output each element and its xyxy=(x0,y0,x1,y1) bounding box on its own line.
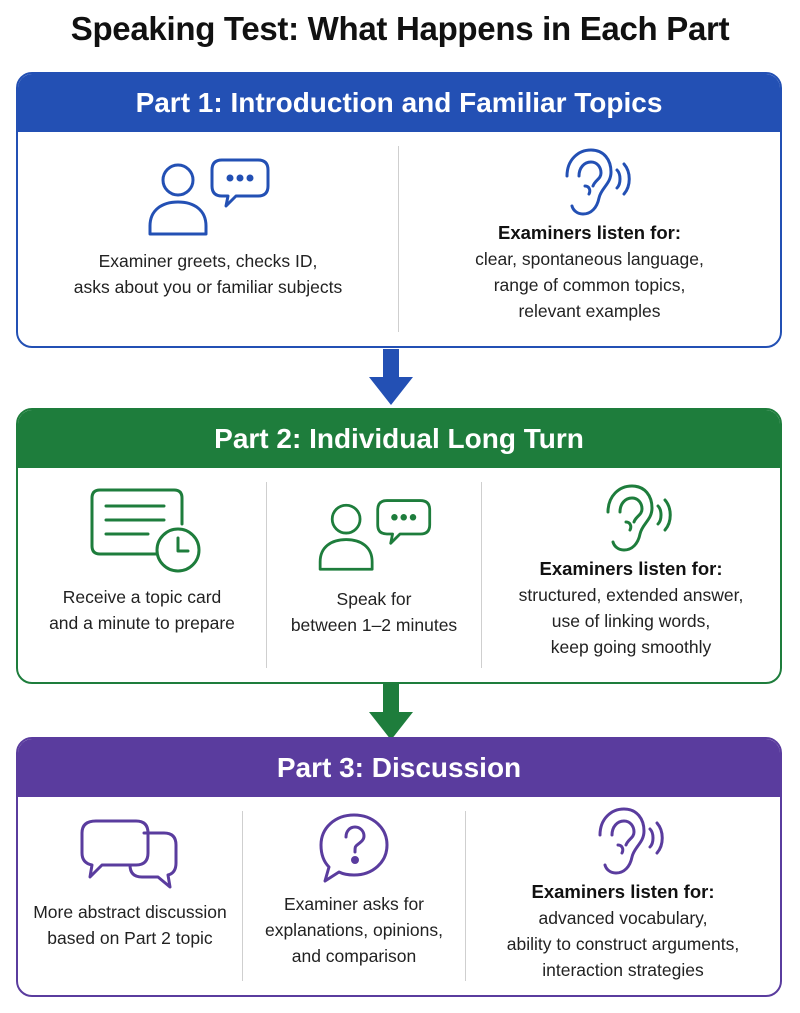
part-3-divider-1 xyxy=(242,811,243,981)
topic-card-clock-icon xyxy=(90,488,201,573)
part-1-col-listen: Examiners listen for: clear, spontaneous… xyxy=(399,132,780,346)
part-3-divider-2 xyxy=(465,811,466,981)
part-2-speak-line-1: Speak for xyxy=(336,589,412,609)
arrow-down-icon xyxy=(369,684,413,740)
part-3-listen-line-1: advanced vocabulary, xyxy=(538,908,708,928)
part-3-col-listen: Examiners listen for: advanced vocabular… xyxy=(466,797,780,995)
part-1-heading: Part 1: Introduction and Familiar Topics xyxy=(18,74,780,132)
part-1-examiner-line-1: Examiner greets, checks ID, xyxy=(98,251,318,271)
page-title: Speaking Test: What Happens in Each Part xyxy=(70,10,730,47)
two-speech-bubbles-icon xyxy=(80,819,178,889)
part-3-questions-line-2: explanations, opinions, xyxy=(264,920,444,940)
part-2-listen-line-3: keep going smoothly xyxy=(550,637,712,657)
part-3-listen-line-2: ability to construct arguments, xyxy=(506,934,740,954)
ear-icon xyxy=(565,148,631,216)
question-bubble-icon xyxy=(319,813,389,883)
part-1-col-examiner: Examiner greets, checks ID, asks about y… xyxy=(18,132,398,346)
part-3-questions-line-1: Examiner asks for xyxy=(283,894,425,914)
part-3-discussion-line-1: More abstract discussion xyxy=(33,902,227,922)
part-3-discussion-line-2: based on Part 2 topic xyxy=(47,928,213,948)
person-speech-bubble-icon xyxy=(148,158,270,236)
part-1-listen-heading: Examiners listen for: xyxy=(497,222,681,243)
part-2-topic-line-2: and a minute to prepare xyxy=(49,613,235,633)
person-speech-bubble-icon xyxy=(318,499,432,571)
part-1-divider xyxy=(398,146,399,332)
part-2-listen-heading: Examiners listen for: xyxy=(539,558,723,579)
part-2-col-speak: Speak for between 1–2 minutes xyxy=(267,468,481,682)
ear-icon xyxy=(606,484,672,552)
part-3-panel: Part 3: Discussion More abstract discuss… xyxy=(16,737,782,997)
part-3-listen-heading: Examiners listen for: xyxy=(531,881,715,902)
part-1-listen-line-1: clear, spontaneous language, xyxy=(475,249,704,269)
part-1-listen-line-2: range of common topics, xyxy=(493,275,686,295)
part-1-examiner-line-2: asks about you or familiar subjects xyxy=(73,277,343,297)
arrow-down-icon xyxy=(369,349,413,405)
part-2-listen-line-2: use of linking words, xyxy=(551,611,711,631)
part-3-heading: Part 3: Discussion xyxy=(18,739,780,797)
part-2-col-topic-card: Receive a topic card and a minute to pre… xyxy=(18,468,266,682)
part-3-listen-line-3: interaction strategies xyxy=(542,960,704,980)
part-2-listen-line-1: structured, extended answer, xyxy=(518,585,744,605)
part-2-heading: Part 2: Individual Long Turn xyxy=(18,410,780,468)
part-2-topic-line-1: Receive a topic card xyxy=(62,587,222,607)
part-3-questions-line-3: and comparison xyxy=(291,946,417,966)
part-2-panel: Part 2: Individual Long Turn Receive a t… xyxy=(16,408,782,684)
ear-icon xyxy=(598,807,664,875)
part-1-panel: Part 1: Introduction and Familiar Topics… xyxy=(16,72,782,348)
part-3-col-questions: Examiner asks for explanations, opinions… xyxy=(243,797,465,995)
part-1-listen-line-3: relevant examples xyxy=(518,301,661,321)
part-2-divider-2 xyxy=(481,482,482,668)
part-2-speak-line-2: between 1–2 minutes xyxy=(290,615,458,635)
part-2-divider-1 xyxy=(266,482,267,668)
part-2-col-listen: Examiners listen for: structured, extend… xyxy=(482,468,780,682)
part-3-col-discussion: More abstract discussion based on Part 2… xyxy=(18,797,242,995)
